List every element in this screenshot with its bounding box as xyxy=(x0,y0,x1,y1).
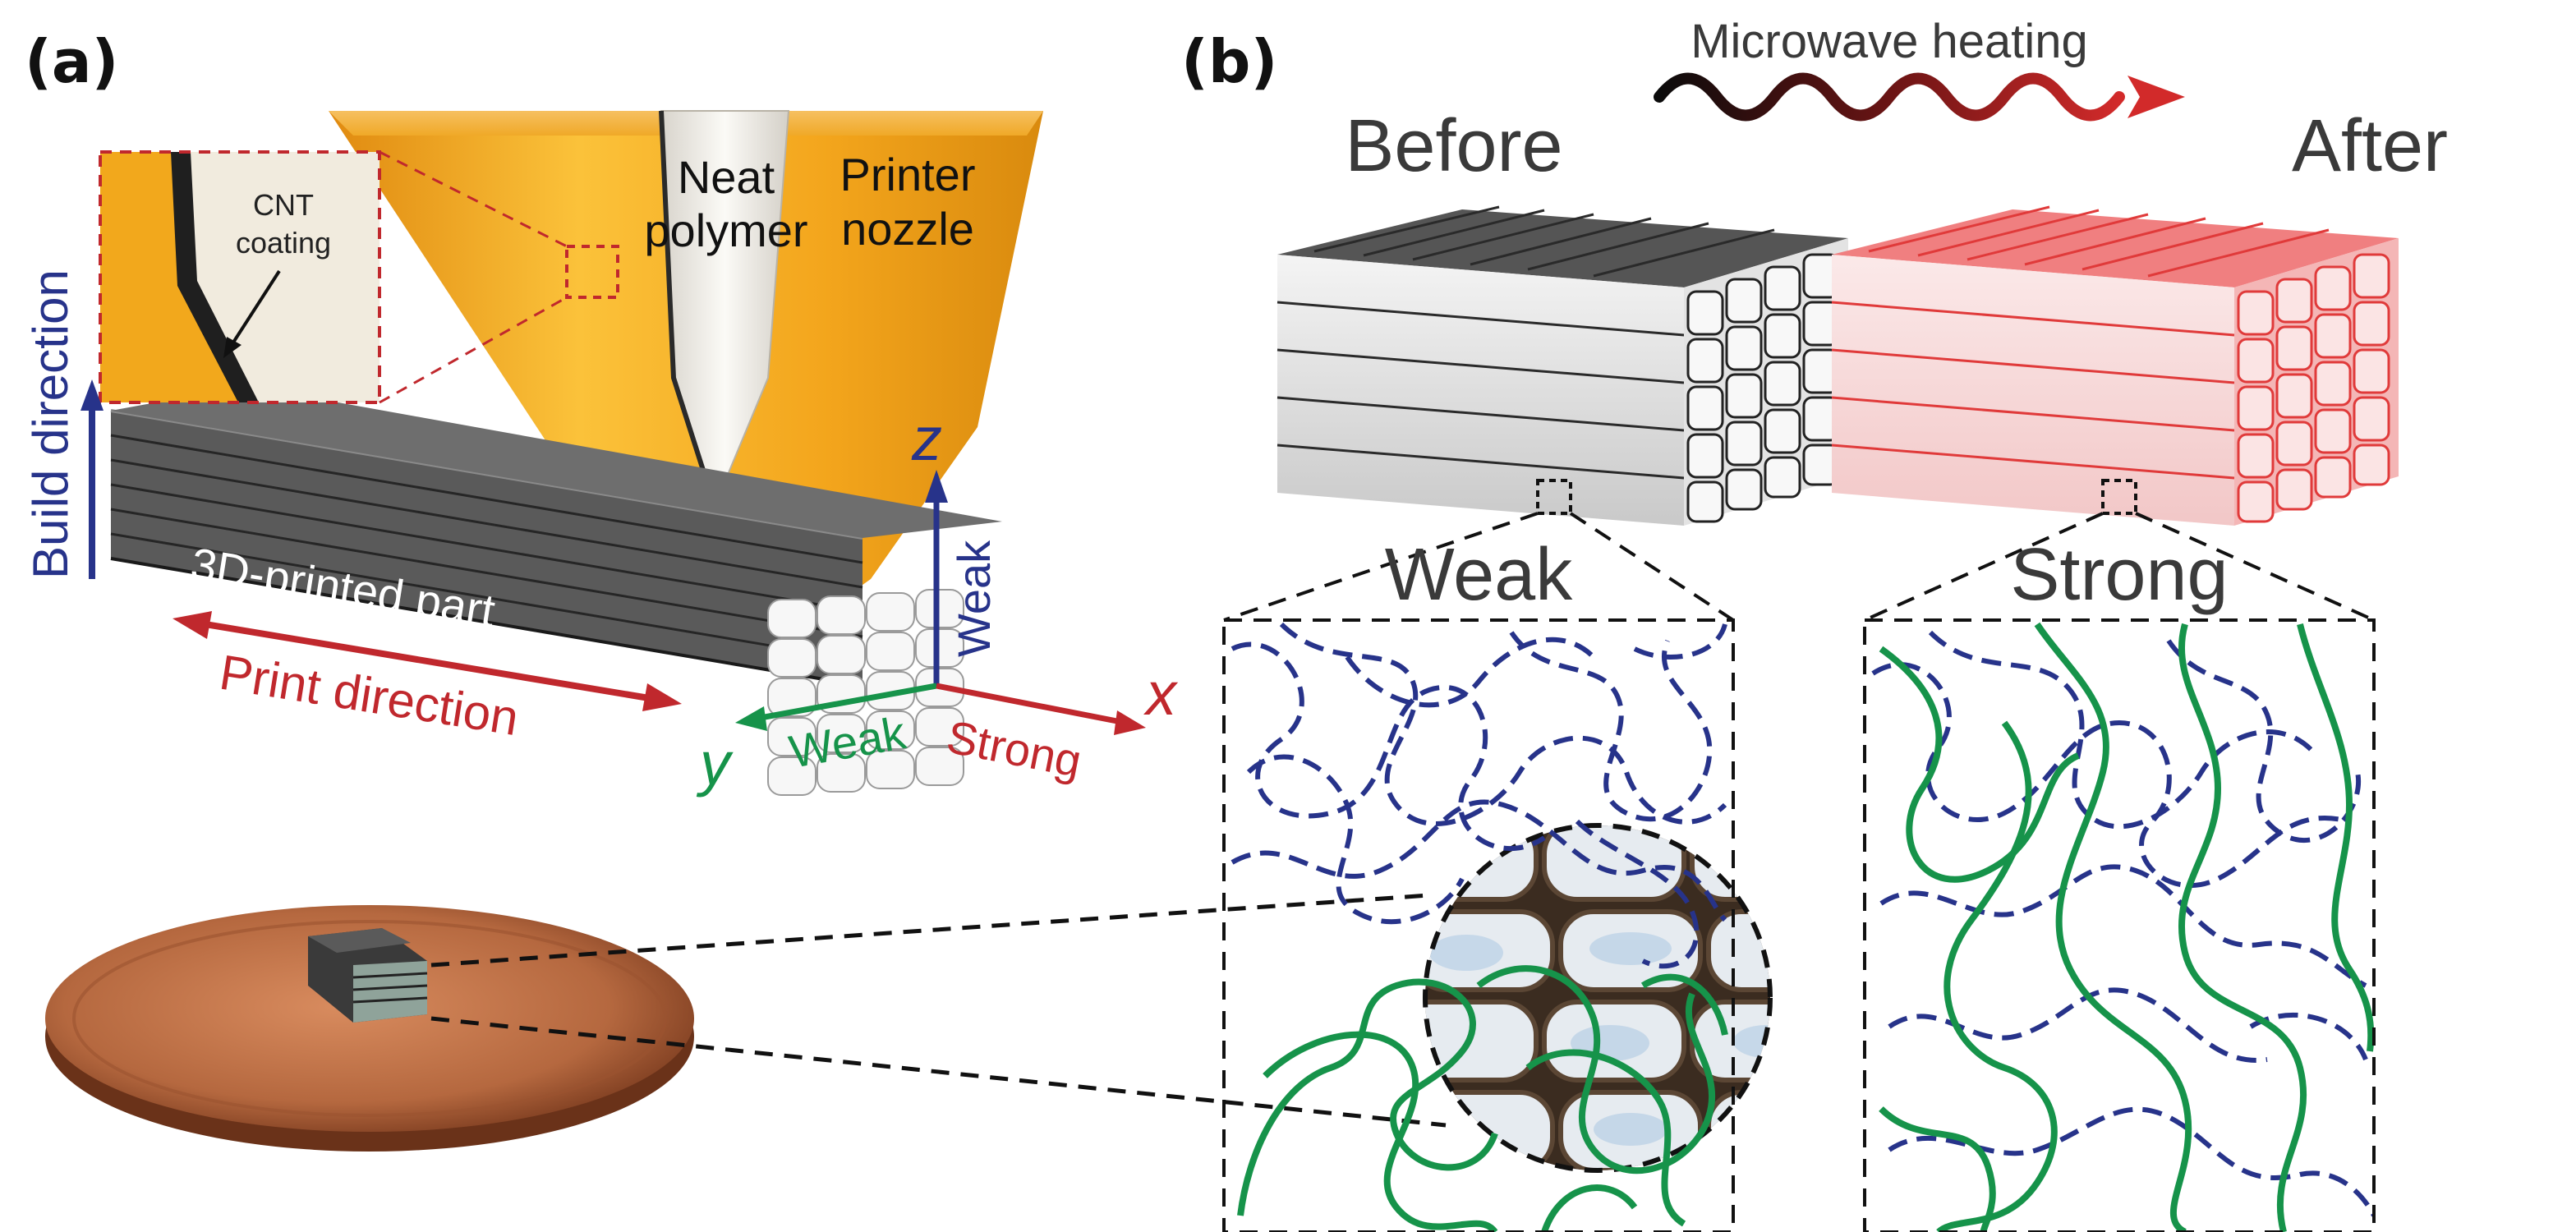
zoom-line-bottom xyxy=(379,296,568,404)
neat-polymer-line1: Neat xyxy=(678,151,775,203)
weak-state-label: Weak xyxy=(1385,534,1573,616)
weak-chain-box xyxy=(1230,622,1728,1232)
before-zoom-box xyxy=(1536,479,1572,515)
printer-nozzle xyxy=(329,110,1043,620)
strong-box-outline xyxy=(1863,618,2376,1232)
after-zoom-line-right xyxy=(2135,512,2375,622)
panel-b-label: (b) xyxy=(1181,27,1277,96)
panel-a-label: (a) xyxy=(25,27,118,96)
after-zoom-line-left xyxy=(1864,512,2104,622)
build-direction-arrow xyxy=(80,379,104,579)
microwave-heating-label: Microwave heating xyxy=(1690,15,2088,68)
cnt-label-line2: coating xyxy=(236,226,331,260)
before-zoom-line-right xyxy=(1569,512,1735,622)
printer-nozzle-line1: Printer xyxy=(840,149,976,200)
strong-state-label: Strong xyxy=(2010,534,2228,616)
micrograph-circle xyxy=(1425,825,1770,1170)
axes xyxy=(735,470,1146,735)
zoom-line-top xyxy=(379,150,568,248)
x-strength-label: Strong xyxy=(943,710,1086,787)
weak-box-outline xyxy=(1222,618,1735,1232)
after-block xyxy=(1831,205,2399,526)
cnt-coating-inset: CNT coating xyxy=(99,150,381,404)
after-zoom-box xyxy=(2101,479,2137,515)
before-zoom-line-left xyxy=(1223,512,1539,622)
z-strength-label: Weak xyxy=(948,540,1000,657)
before-label: Before xyxy=(1345,105,1562,187)
printer-nozzle-line2: nozzle xyxy=(841,203,974,255)
print-direction-arrow xyxy=(172,611,682,711)
cnt-pointer-arrow xyxy=(230,269,281,347)
neat-polymer-line2: polymer xyxy=(644,205,807,256)
before-block xyxy=(1276,205,1848,526)
build-direction-label: Build direction xyxy=(23,269,78,579)
after-label: After xyxy=(2292,105,2448,187)
penny-zoom-line-bottom xyxy=(430,1016,1447,1128)
penny-photo xyxy=(45,905,694,1152)
micrograph-outline xyxy=(1423,823,1773,1173)
penny-zoom-line-top xyxy=(430,893,1430,968)
axis-y-label: y xyxy=(696,729,734,798)
cnt-label-line1: CNT xyxy=(253,188,314,222)
axis-x-label: x xyxy=(1143,660,1179,728)
print-direction-label: Print direction xyxy=(216,645,522,747)
cnt-pointer-arrowhead xyxy=(223,337,242,358)
nozzle-zoom-box xyxy=(565,245,619,299)
microwave-wave-arrow xyxy=(1654,72,2125,122)
strong-chain-box xyxy=(1871,622,2374,1232)
axis-z-label: z xyxy=(911,405,942,473)
microwave-wave-arrowhead xyxy=(2128,76,2185,118)
